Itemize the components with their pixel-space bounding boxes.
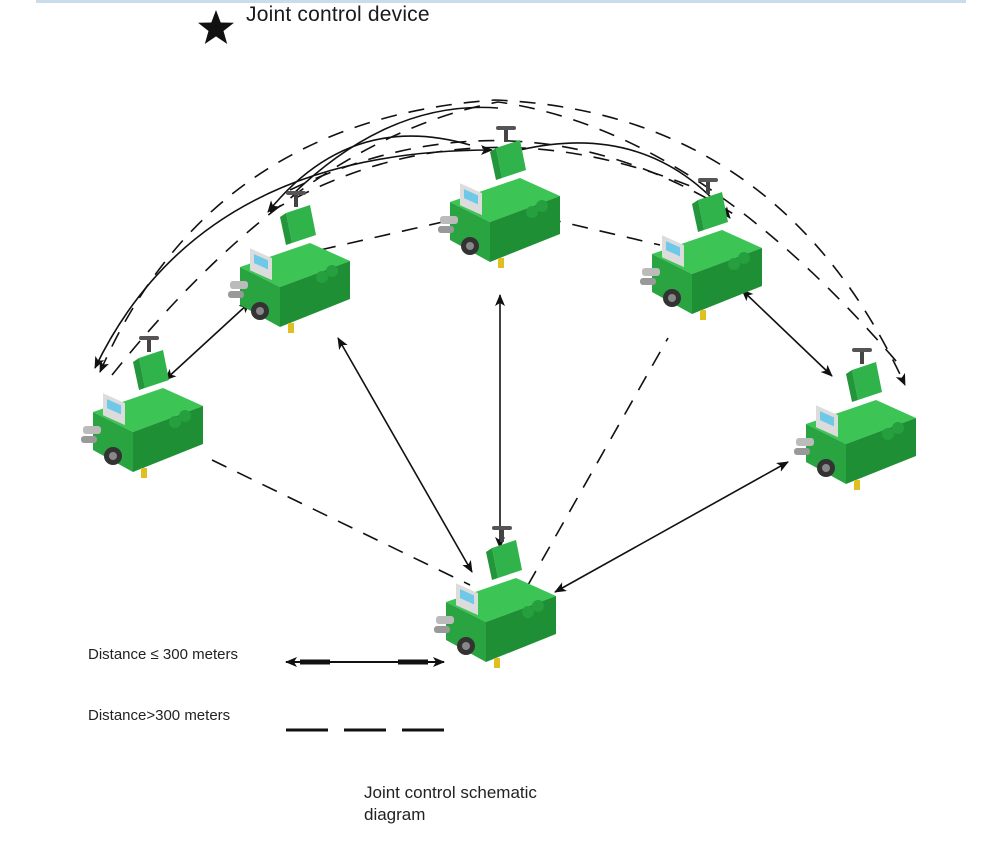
page-title: Joint control device — [246, 3, 430, 26]
top-divider — [36, 0, 966, 3]
dashed-link — [319, 217, 461, 251]
caption-line-2: diagram — [364, 805, 426, 824]
dashed-link — [211, 459, 471, 586]
device-node-top-center — [438, 126, 560, 268]
solid-link — [337, 337, 473, 573]
dashed-link — [544, 217, 661, 246]
diagram-caption: Joint control schematic diagram — [364, 782, 604, 826]
caption-line-1: Joint control schematic — [364, 783, 537, 802]
dashed-arc — [99, 99, 906, 386]
solid-arc — [267, 135, 471, 213]
solid-link — [554, 461, 789, 593]
legend-solid-label: Distance ≤ 300 meters — [88, 646, 238, 663]
device-node-bottom — [434, 526, 556, 668]
short-range-links — [94, 106, 833, 593]
legend-dashed-label: Distance>300 meters — [88, 707, 231, 724]
star-icon — [198, 10, 234, 44]
header: Joint control device — [196, 2, 430, 48]
solid-link — [741, 289, 833, 377]
solid-arc — [94, 145, 493, 369]
solid-arc — [291, 106, 499, 196]
device-node-top-right — [640, 178, 762, 320]
solid-link — [164, 301, 251, 381]
device-node-left — [81, 336, 203, 478]
device-node-top-left — [228, 191, 350, 333]
dashed-link — [527, 337, 669, 586]
solid-arc — [519, 142, 731, 219]
